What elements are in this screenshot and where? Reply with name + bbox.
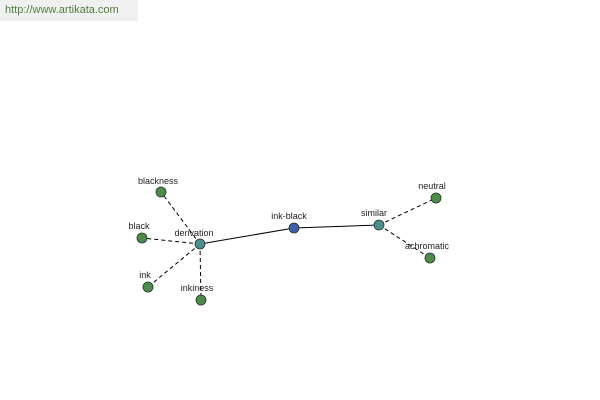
- node-circle-neutral[interactable]: [430, 192, 442, 204]
- edge-derivation-ink: [147, 243, 201, 288]
- node-circle-ink[interactable]: [142, 281, 154, 293]
- node-label-achromatic[interactable]: achromatic: [405, 241, 450, 251]
- node-label-black[interactable]: black: [128, 221, 150, 231]
- node-label-ink-black[interactable]: ink-black: [271, 211, 307, 221]
- node-circle-ink-black[interactable]: [288, 222, 300, 234]
- node-circle-inkiness[interactable]: [195, 294, 207, 306]
- node-blackness[interactable]: blackness: [138, 176, 179, 198]
- node-circle-achromatic[interactable]: [424, 252, 436, 264]
- node-label-derivation[interactable]: derivation: [174, 228, 213, 238]
- node-circle-derivation[interactable]: [194, 238, 206, 250]
- node-achromatic[interactable]: achromatic: [405, 241, 450, 264]
- edge-derivation-black: [141, 237, 201, 245]
- edge-derivation-inkiness: [199, 243, 202, 301]
- node-inkiness[interactable]: inkiness: [181, 283, 214, 306]
- node-derivation[interactable]: derivation: [174, 228, 214, 250]
- node-ink[interactable]: ink: [139, 270, 154, 293]
- edge-derivation-blackness: [160, 191, 201, 245]
- nodes-layer: ink-black derivation similar blackness black…: [128, 176, 450, 306]
- edge-similar-neutral: [378, 197, 437, 226]
- node-circle-blackness[interactable]: [155, 186, 167, 198]
- node-label-inkiness[interactable]: inkiness: [181, 283, 214, 293]
- node-label-neutral[interactable]: neutral: [418, 181, 446, 191]
- node-black[interactable]: black: [128, 221, 150, 244]
- node-neutral[interactable]: neutral: [418, 181, 446, 204]
- url-banner[interactable]: http://www.artikata.com: [0, 0, 138, 21]
- node-circle-black[interactable]: [136, 232, 148, 244]
- edges-layer: [141, 191, 437, 301]
- node-label-similar[interactable]: similar: [361, 208, 387, 218]
- node-ink-black[interactable]: ink-black: [271, 211, 307, 234]
- node-circle-similar[interactable]: [373, 219, 385, 231]
- edge-similar-achromatic: [378, 224, 431, 259]
- edge-ink-black-similar: [293, 224, 380, 229]
- node-similar[interactable]: similar: [361, 208, 387, 231]
- edge-ink-black-derivation: [199, 227, 295, 245]
- url-link[interactable]: http://www.artikata.com: [5, 4, 119, 16]
- node-label-blackness[interactable]: blackness: [138, 176, 179, 186]
- node-label-ink[interactable]: ink: [139, 270, 151, 280]
